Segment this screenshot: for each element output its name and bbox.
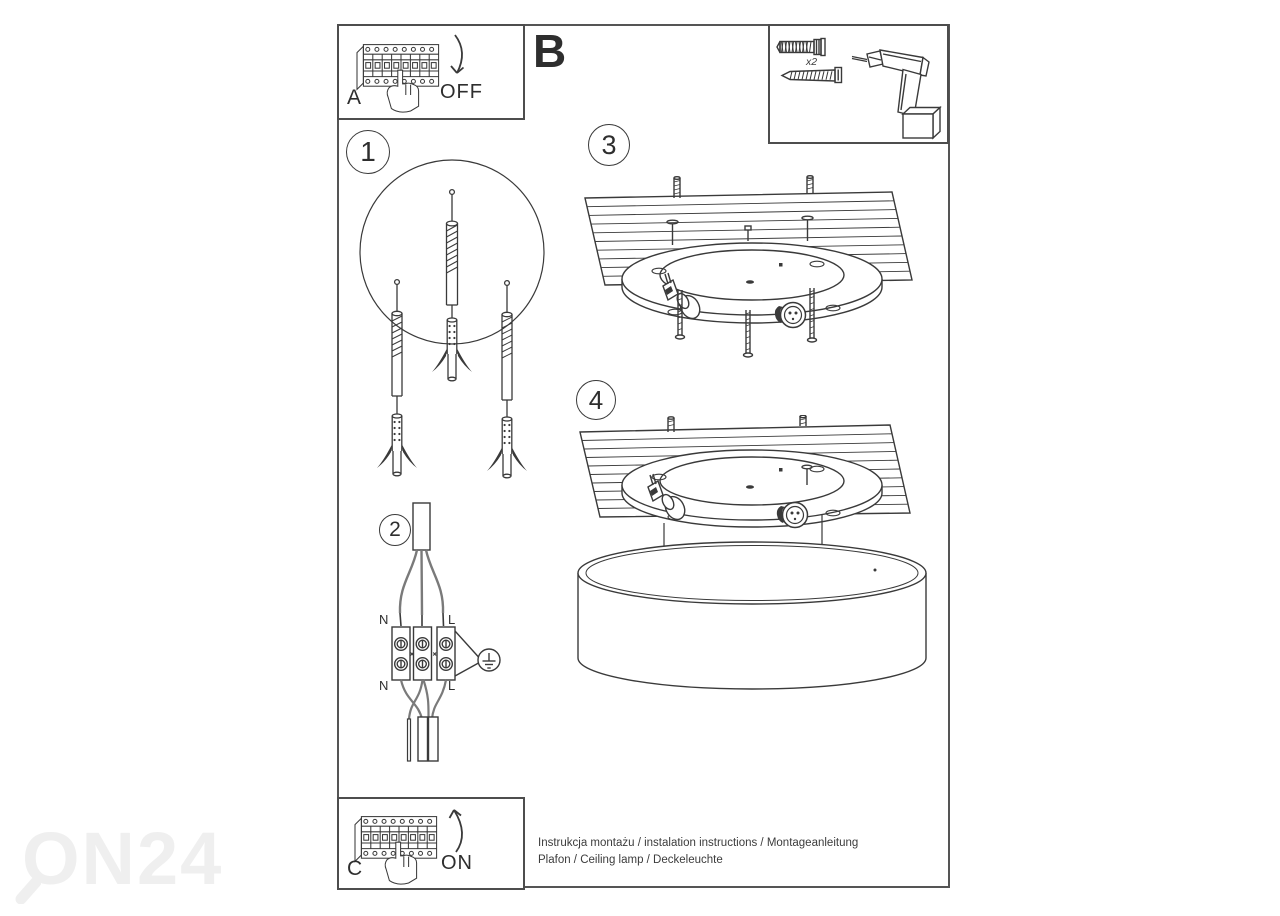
off-label: OFF — [440, 81, 483, 103]
arrow-up-icon — [448, 809, 463, 853]
section-b-letter: B — [533, 25, 567, 77]
wall-plug-icon — [776, 37, 826, 57]
tools-illustration — [776, 37, 942, 140]
step-3-number: 3 — [588, 124, 630, 166]
screw-stud-icon — [799, 415, 807, 426]
step-1-number: 1 — [346, 130, 390, 174]
step-4-shade-illustration — [577, 415, 927, 690]
screw-icon — [742, 310, 754, 358]
neutral-label-top: N — [379, 612, 389, 627]
power-on-panel: ON C — [337, 797, 525, 890]
terminal-screws — [394, 636, 453, 671]
panel-c-letter: C — [347, 857, 363, 880]
drill-icon — [851, 49, 942, 140]
wires — [399, 679, 448, 720]
watermark-logo: ON24 — [22, 817, 224, 900]
footer-caption: Instrukcja montażu / instalation instruc… — [538, 835, 858, 869]
screw-stud-icon — [673, 175, 681, 198]
screw-icon — [806, 288, 818, 343]
screw-stud-icon — [806, 174, 814, 193]
screw-icon — [674, 290, 686, 340]
lamp-socket-icon — [647, 473, 686, 521]
on-label: ON — [441, 852, 473, 874]
ground-symbol-icon — [454, 630, 501, 677]
screw-and-anchor-icon — [487, 279, 527, 479]
circuit-breaker-hand-icon — [351, 807, 455, 887]
neutral-label-bottom: N — [379, 678, 389, 693]
screw-and-anchor-icon — [377, 278, 417, 477]
quantity-label: x2 — [806, 56, 818, 68]
step-2-wiring-illustration — [391, 502, 501, 762]
footer-line-1: Instrukcja montażu / instalation instruc… — [538, 837, 859, 849]
screw-stud-icon — [667, 416, 675, 432]
cable-sheath — [412, 502, 431, 551]
cable-sheath — [427, 716, 439, 762]
mounting-pin-icon — [666, 215, 814, 245]
line-label-bottom: L — [448, 678, 456, 693]
step-2-number: 2 — [379, 514, 411, 546]
wires — [398, 549, 445, 616]
drum-shade — [577, 541, 927, 690]
arrow-down-icon — [450, 34, 465, 74]
screw-and-anchor-icon — [432, 188, 472, 382]
footer-line-2: Plafon / Ceiling lamp / Deckeleuchte — [538, 854, 723, 866]
step-4-number: 4 — [576, 380, 616, 420]
cable-sheath — [417, 716, 429, 762]
panel-a-letter: A — [347, 86, 362, 109]
step-1-wall-plugs-illustration — [359, 159, 545, 479]
magnifier-handle-icon — [15, 877, 41, 904]
power-off-panel: OFF A — [337, 24, 525, 120]
step-3-mounting-illustration — [584, 174, 913, 358]
screw-icon — [780, 66, 843, 84]
lamp-socket-icon — [774, 301, 807, 329]
earth-wire — [406, 718, 412, 762]
terminal-block — [391, 626, 456, 681]
line-label-top: L — [448, 612, 456, 627]
sheet-frame: OFF A B — [337, 24, 950, 890]
tools-box: x2 — [768, 24, 949, 144]
lamp-socket-icon — [776, 501, 809, 529]
mounting-plate — [621, 242, 883, 324]
mounting-plate — [621, 449, 883, 528]
